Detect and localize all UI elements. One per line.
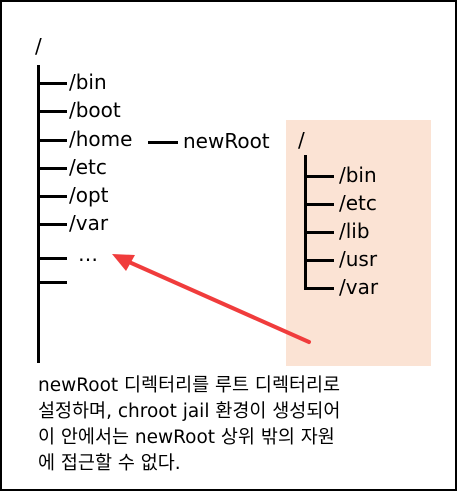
left-tree-item-bin: /bin — [69, 70, 107, 94]
newroot-label: newRoot — [183, 129, 270, 153]
left-branch — [37, 110, 67, 113]
left-branch — [37, 257, 67, 260]
caption-line: 에 접근할 수 없다. — [38, 453, 181, 474]
red-arrow-head — [112, 254, 135, 271]
left-branch — [37, 281, 67, 284]
left-tree-item-opt: /opt — [69, 183, 109, 207]
left-tree-item-var: /var — [69, 211, 109, 235]
left-tree-item-ellipsis: … — [78, 242, 98, 266]
left-tree-item-boot: /boot — [69, 98, 121, 122]
left-branch — [37, 195, 67, 198]
caption-line: 설정하며, chroot jail 환경이 생성되어 — [38, 401, 341, 422]
right-tree-item-bin: /bin — [339, 163, 377, 187]
right-branch — [304, 175, 334, 178]
right-tree-item-etc: /etc — [339, 191, 377, 215]
newroot-panel — [286, 120, 431, 366]
right-tree-item-lib: /lib — [339, 219, 370, 243]
caption-line: newRoot 디렉터리를 루트 디렉터리로 — [38, 375, 341, 396]
right-branch — [304, 287, 334, 290]
caption-line: 이 안에서는 newRoot 상위 밖의 자원 — [38, 427, 335, 448]
right-tree-root: / — [298, 128, 305, 152]
right-tree-trunk — [304, 155, 307, 290]
left-tree-trunk — [37, 65, 40, 363]
right-tree-item-usr: /usr — [339, 247, 378, 271]
red-arrow-shaft — [127, 260, 311, 344]
left-tree-root: / — [35, 34, 42, 58]
right-branch — [304, 203, 334, 206]
left-branch — [37, 223, 67, 226]
home-to-newroot-link — [148, 141, 178, 144]
caption: newRoot 디렉터리를 루트 디렉터리로 설정하며, chroot jail… — [38, 373, 450, 477]
left-tree-item-etc: /etc — [69, 155, 107, 179]
left-tree-item-home: /home — [69, 127, 133, 151]
right-branch — [304, 231, 334, 234]
right-tree-item-var: /var — [339, 275, 379, 299]
left-branch — [37, 167, 67, 170]
left-branch — [37, 82, 67, 85]
right-branch — [304, 259, 334, 262]
left-branch — [37, 139, 67, 142]
